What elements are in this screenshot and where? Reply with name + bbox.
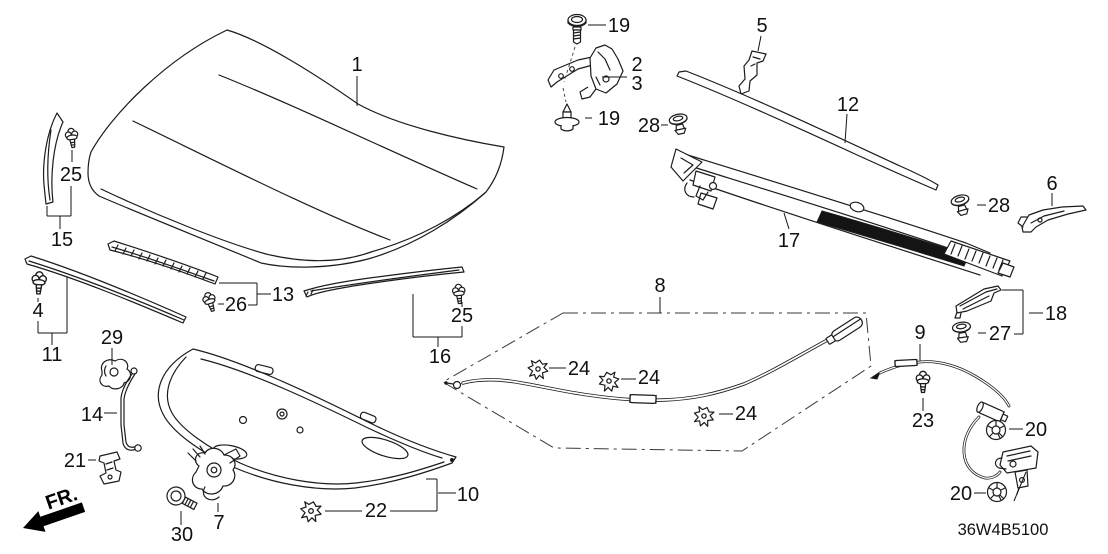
callout-7: 7: [213, 512, 224, 534]
callout-17: 17: [778, 230, 800, 252]
callout-13: 13: [272, 284, 294, 306]
callout-26: 26: [225, 294, 247, 316]
front-seal-strip: [24, 255, 187, 324]
front-grille-strip: [107, 240, 219, 285]
clip-25-right: [451, 283, 467, 305]
front-arrow-icon: [23, 502, 86, 532]
callout-16: 16: [429, 346, 451, 368]
hinge-bolt-lower: [554, 103, 580, 132]
latch-cable: [869, 358, 1011, 480]
hood-molding-right: [303, 266, 465, 298]
callout-20-upper: 20: [1025, 419, 1047, 441]
callout-8: 8: [654, 275, 665, 297]
callout-5: 5: [756, 15, 767, 37]
callout-10: 10: [457, 484, 479, 506]
cowl-side-bracket-6: [1017, 205, 1087, 233]
windshield-molding: [676, 70, 939, 191]
hood-lock: [187, 445, 241, 501]
bracket-lines: [37, 150, 1027, 512]
clip-28-left: [667, 111, 691, 137]
hood-latch-assembly: [994, 445, 1039, 495]
callout-14: 14: [81, 404, 103, 426]
callout-24-c: 24: [735, 403, 757, 425]
clip-28-right: [949, 192, 974, 218]
callout-9: 9: [914, 322, 925, 344]
hood-insulator: [157, 348, 457, 490]
callout-1: 1: [351, 54, 362, 76]
callout-labels: 1 2 3 19 19 5 12 28 28 17 6 25 15 4 11 2…: [32, 15, 1067, 546]
clip-4: [30, 270, 48, 295]
clip-25-left: [63, 126, 81, 149]
hood-opener-cable: [444, 316, 863, 405]
leader-lines: [88, 24, 1053, 525]
stay-holder-21: [98, 451, 122, 485]
lock-bolt-30: [166, 486, 198, 511]
grommet-20-lower: [986, 481, 1008, 503]
clip-24-c: [690, 403, 718, 430]
callout-19-lower: 19: [598, 108, 620, 130]
callout-20-lower: 20: [950, 483, 972, 505]
callout-2: 2: [631, 54, 642, 76]
callout-27: 27: [989, 323, 1011, 345]
callout-28-right: 28: [988, 195, 1010, 217]
hood-stay-rod: [120, 367, 142, 452]
callout-21: 21: [64, 450, 86, 472]
callout-23: 23: [912, 410, 934, 432]
callout-25-left: 25: [60, 164, 82, 186]
callout-15: 15: [51, 229, 73, 251]
callout-11: 11: [42, 344, 63, 366]
callout-24-a: 24: [568, 358, 590, 380]
callout-30: 30: [171, 524, 193, 546]
clip-27: [951, 320, 974, 344]
hood-panel: [87, 29, 505, 268]
clip-24-a: [525, 357, 551, 382]
clip-26: [200, 290, 220, 314]
cowl-seal-18: [954, 285, 1002, 319]
callout-19-upper: 19: [608, 15, 630, 37]
cowl-bracket-5: [738, 50, 767, 95]
callout-12: 12: [837, 94, 859, 116]
clip-24-b: [596, 369, 622, 395]
diagram-code: 36W4B5100: [958, 521, 1049, 539]
front-direction-indicator: FR.: [23, 483, 86, 532]
grommet-20-upper: [985, 419, 1007, 441]
callout-28-left: 28: [638, 115, 660, 137]
callout-24-b: 24: [638, 367, 660, 389]
cowl-top-assembly: [670, 148, 1015, 278]
callout-29: 29: [101, 327, 123, 349]
hinge-bolt-upper: [567, 13, 587, 45]
hood-molding-left: [42, 112, 64, 205]
callout-25-right: 25: [451, 305, 473, 327]
callout-6: 6: [1046, 173, 1057, 195]
clip-22: [297, 498, 325, 525]
callout-3: 3: [631, 73, 642, 95]
hood-hinge: [547, 44, 624, 103]
callout-22: 22: [365, 500, 387, 522]
cable-region-boundary: [442, 312, 872, 452]
callout-4: 4: [32, 300, 43, 322]
clip-23: [915, 370, 931, 394]
callout-18: 18: [1045, 303, 1067, 325]
